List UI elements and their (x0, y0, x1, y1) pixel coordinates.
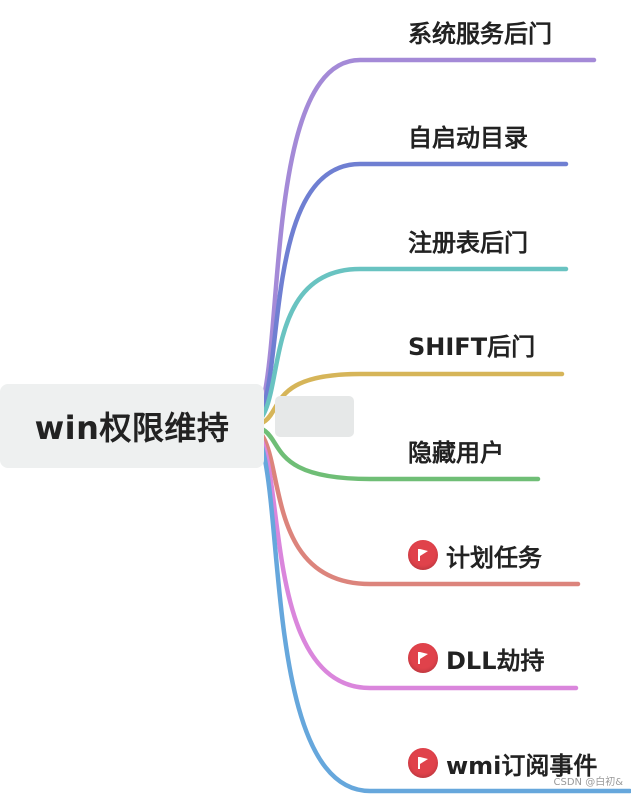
branch-label-text: DLL劫持 (446, 646, 545, 675)
branch-label-text: SHIFT后门 (408, 332, 536, 361)
branch-label-text: 系统服务后门 (408, 19, 552, 48)
flag-icon (408, 540, 438, 570)
watermark: CSDN @白初& (553, 777, 624, 788)
branch-label-text: 计划任务 (446, 543, 542, 572)
branch-node-7[interactable]: DLL劫持 (408, 641, 545, 675)
flag-icon (408, 748, 438, 778)
branch-node-5[interactable]: 隐藏用户 (408, 433, 504, 467)
flag-icon (408, 643, 438, 673)
branch-label-text: 注册表后门 (408, 228, 528, 257)
branch-node-4[interactable]: SHIFT后门 (408, 327, 535, 361)
branch-node-6[interactable]: 计划任务 (408, 538, 542, 572)
branch-node-8[interactable]: wmi订阅事件 (408, 746, 597, 780)
branch-label-text: 自启动目录 (408, 123, 528, 152)
root-label: win权限维持 (34, 409, 230, 447)
branch-label-text: wmi订阅事件 (446, 751, 598, 780)
root-node[interactable]: win权限维持 (0, 384, 264, 468)
branch-label-text: 隐藏用户 (408, 438, 504, 467)
branch-node-3[interactable]: 注册表后门 (408, 223, 528, 257)
branch-node-2[interactable]: 自启动目录 (408, 118, 528, 152)
collapsed-node-placeholder[interactable] (275, 396, 354, 437)
branch-node-1[interactable]: 系统服务后门 (408, 14, 552, 48)
